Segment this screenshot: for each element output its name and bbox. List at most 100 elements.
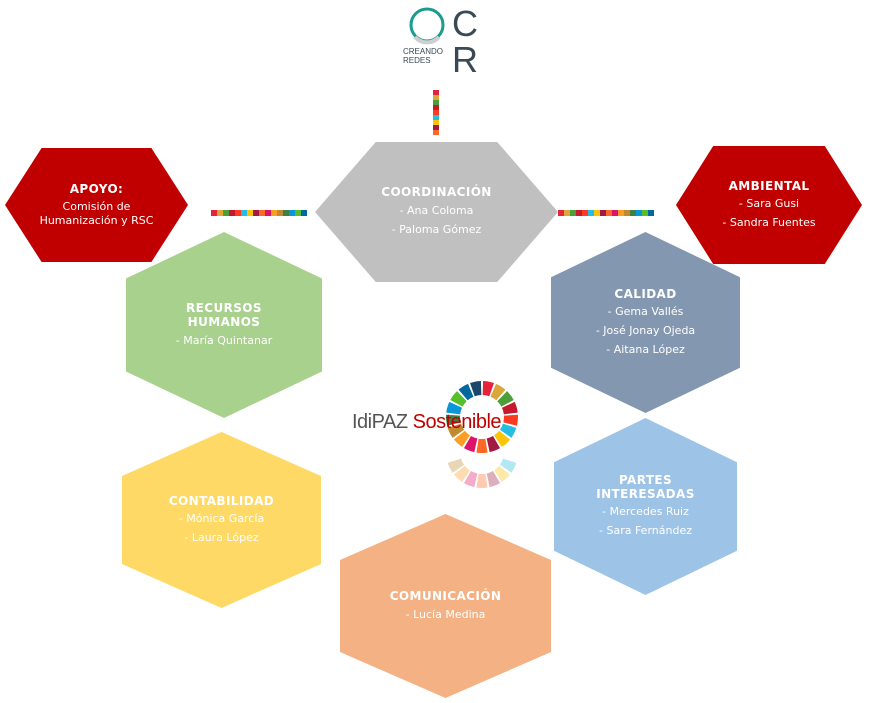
rrhh-title-line1: RECURSOS <box>186 300 262 315</box>
apoyo-line: Comisión de <box>62 200 131 213</box>
stripe-segment <box>247 210 253 216</box>
calidad-member: - Gema Vallés <box>607 304 684 318</box>
sdg-wheel-segment <box>476 473 488 488</box>
coordinacion-title: COORDINACIÓN <box>381 185 492 199</box>
right-connector-stripe <box>558 210 654 216</box>
hex-coordinacion: COORDINACIÓN - Ana Coloma - Paloma Gómez <box>315 142 558 282</box>
hex-partes-interesadas: PARTES INTERESADAS - Mercedes Ruiz - Sar… <box>554 418 737 595</box>
stripe-segment <box>295 210 301 216</box>
stripe-segment <box>600 210 606 216</box>
apoyo-line: Humanización y RSC <box>39 214 154 227</box>
stripe-segment <box>558 210 564 216</box>
partes-title-line1: PARTES <box>618 473 673 487</box>
sdg-wheel-segment <box>482 381 494 397</box>
hex-recursos-humanos: RECURSOS HUMANOS - María Quintanar <box>126 232 322 418</box>
hex-apoyo: APOYO: Comisión de Humanización y RSC <box>5 148 188 262</box>
logo-idipaz: IdiPAZ Sostenible <box>352 410 502 434</box>
hex-contabilidad: CONTABILIDAD - Mónica García - Laura Lóp… <box>122 432 321 608</box>
stripe-segment <box>612 210 618 216</box>
stripe-segment <box>433 95 439 100</box>
sdg-wheel-segment <box>486 436 501 453</box>
stripe-segment <box>277 210 283 216</box>
sdg-wheel-segment <box>453 430 470 448</box>
sdg-wheel-segment <box>447 423 465 438</box>
coordinacion-member: - Paloma Gómez <box>391 223 482 236</box>
stripe-segment <box>582 210 588 216</box>
logo-idi-text: Idi <box>352 411 372 433</box>
sdg-wheel-reflection-icon <box>447 458 517 488</box>
stripe-segment <box>433 105 439 110</box>
stripe-segment <box>636 210 642 216</box>
sdg-wheel-segment <box>447 458 465 473</box>
sdg-wheel-segment <box>446 414 461 426</box>
contabilidad-title: CONTABILIDAD <box>168 493 275 508</box>
sdg-wheel-segment <box>470 381 482 397</box>
sdg-wheel-segment <box>503 414 518 426</box>
sdg-wheel-segment <box>476 438 488 453</box>
stripe-segment <box>259 210 265 216</box>
stripe-segment <box>642 210 648 216</box>
sdg-wheel-segment <box>499 423 517 438</box>
stripe-segment <box>433 90 439 95</box>
stripe-segment <box>588 210 594 216</box>
stripe-segment <box>618 210 624 216</box>
sdg-wheel-segment <box>446 401 463 415</box>
stripe-segment <box>624 210 630 216</box>
calidad-member: - Aitana López <box>606 342 685 356</box>
calidad-title: CALIDAD <box>614 286 677 301</box>
logo-circle-icon <box>409 7 445 45</box>
sdg-wheel-segment <box>458 383 474 401</box>
logo-letter-r: R <box>452 39 478 80</box>
stripe-segment <box>576 210 582 216</box>
sdg-wheel-segment <box>450 391 467 407</box>
stripe-segment <box>283 210 289 216</box>
stripe-segment <box>564 210 570 216</box>
sdg-wheel-segment <box>494 465 511 483</box>
partes-title-line2: INTERESADAS <box>596 487 695 501</box>
logo-paz-text: PAZ <box>371 411 408 433</box>
stripe-segment <box>271 210 277 216</box>
sdg-wheel-segment <box>501 401 518 415</box>
stripe-segment <box>594 210 600 216</box>
stripe-segment <box>433 115 439 120</box>
stripe-segment <box>648 210 654 216</box>
logo-letter-c: C <box>452 3 478 44</box>
stripe-segment <box>229 210 235 216</box>
contabilidad-member: - Laura López <box>184 530 259 544</box>
sdg-wheel-segment <box>453 465 470 483</box>
sdg-wheel-segment <box>463 436 478 453</box>
stripe-segment <box>570 210 576 216</box>
partes-member: - Sara Fernández <box>599 524 692 537</box>
comunicacion-title: COMUNICACIÓN <box>389 588 502 603</box>
left-connector-stripe <box>211 210 307 216</box>
sdg-wheel-segment <box>463 471 478 488</box>
apoyo-title: APOYO: <box>69 182 124 196</box>
rrhh-title-line2: HUMANOS <box>187 314 261 329</box>
stripe-segment <box>433 100 439 105</box>
stripe-segment <box>253 210 259 216</box>
comunicacion-member: - Lucía Medina <box>405 607 486 621</box>
logo-line2: REDES <box>403 56 431 65</box>
stripe-segment <box>606 210 612 216</box>
stripe-segment <box>241 210 247 216</box>
hex-comunicacion: COMUNICACIÓN - Lucía Medina <box>340 514 551 698</box>
ambiental-member: - Sara Gusi <box>738 196 800 210</box>
coordinacion-member: - Ana Coloma <box>399 204 474 217</box>
stripe-segment <box>211 210 217 216</box>
stripe-segment <box>630 210 636 216</box>
contabilidad-member: - Mónica García <box>178 511 265 525</box>
ambiental-member: - Sandra Fuentes <box>722 215 816 229</box>
rrhh-member: - María Quintanar <box>175 333 273 347</box>
stripe-segment <box>223 210 229 216</box>
partes-member: - Mercedes Ruiz <box>602 505 689 518</box>
logo-sostenible-text: Sostenible <box>412 411 502 433</box>
logo-line1: CREANDO <box>403 47 444 56</box>
sdg-wheel-segment <box>499 458 517 473</box>
stripe-segment <box>433 120 439 125</box>
stripe-segment <box>217 210 223 216</box>
stripe-segment <box>433 110 439 115</box>
stripe-segment <box>433 130 439 135</box>
stripe-segment <box>265 210 271 216</box>
sdg-wheel-segment <box>494 430 511 448</box>
ambiental-title: AMBIENTAL <box>728 178 810 193</box>
